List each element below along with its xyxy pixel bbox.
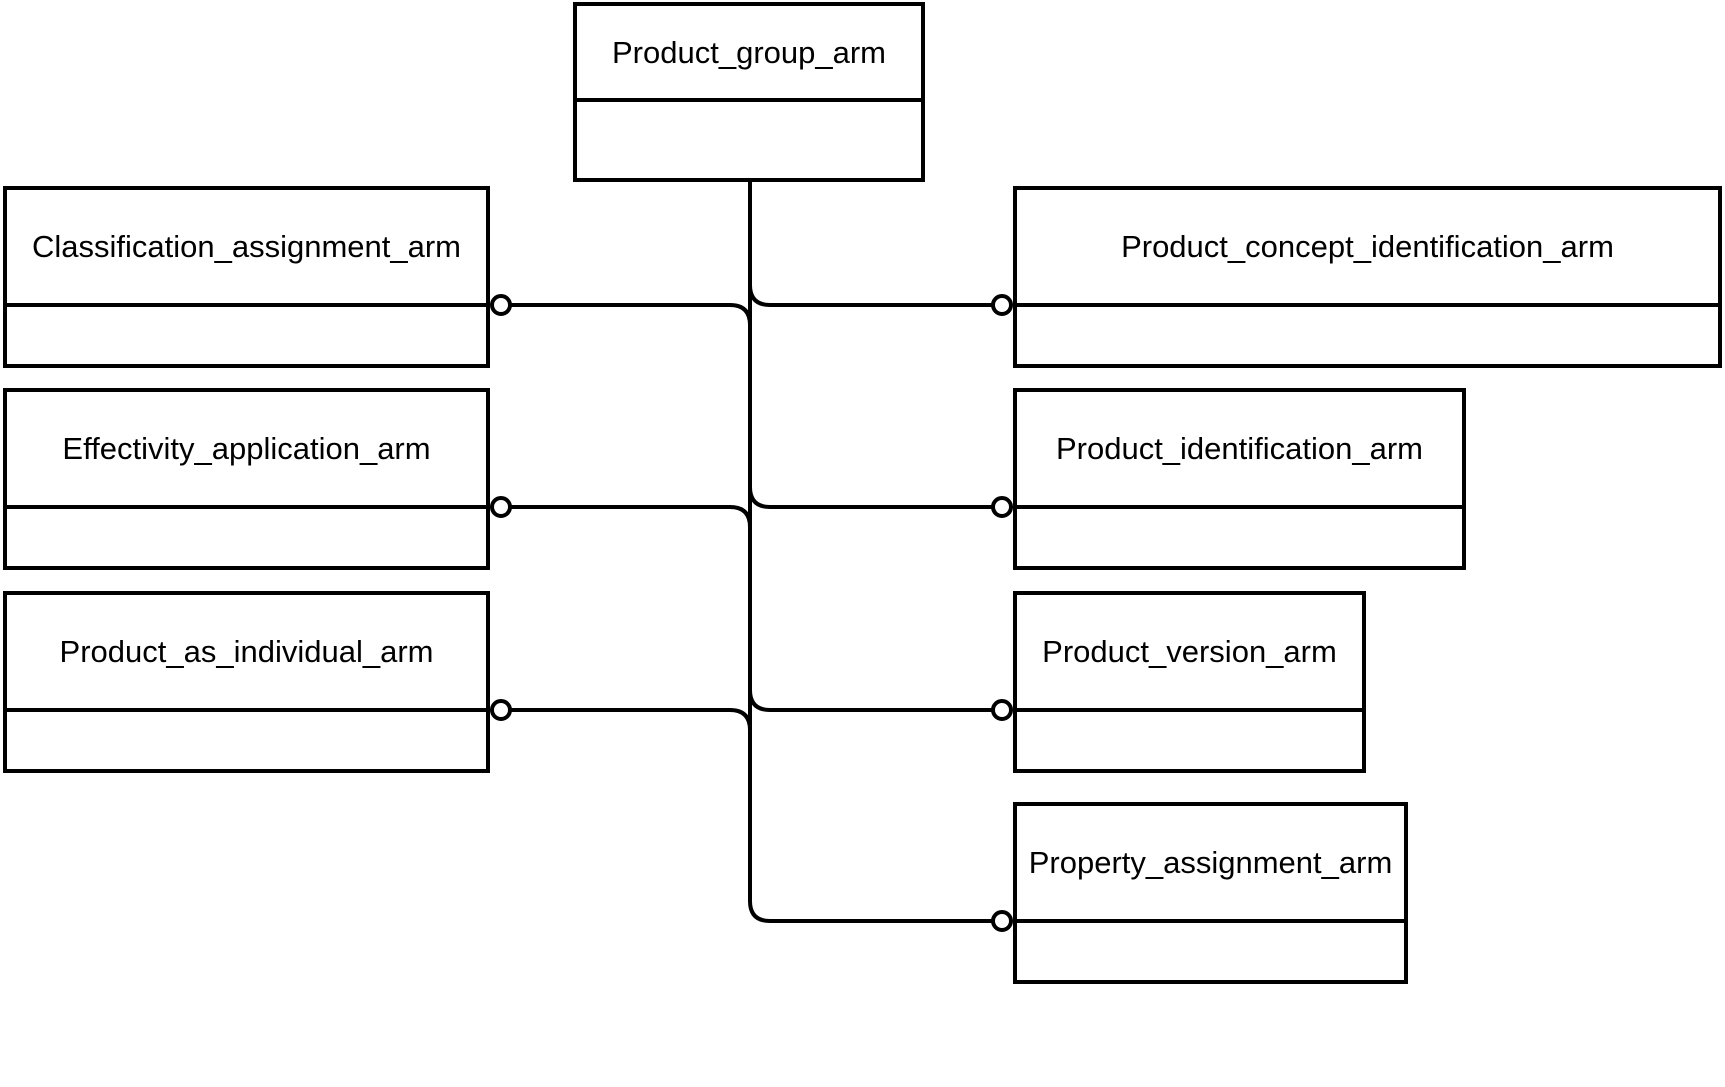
entity-classification-assignment-arm-title: Classification_assignment_arm: [7, 190, 486, 307]
connector-classification-assignment-arm-circle-icon: [490, 294, 512, 316]
entity-property-assignment-arm-title: Property_assignment_arm: [1017, 806, 1404, 923]
branch-elbow-left-1: [729, 505, 752, 528]
entity-classification-assignment-arm-attributes: [7, 307, 486, 364]
entity-effectivity-application-arm-attributes: [7, 509, 486, 566]
entity-product-group-arm-title: Product_group_arm: [577, 6, 921, 102]
entity-product-version-arm-title: Product_version_arm: [1017, 595, 1362, 712]
connector-effectivity-application-arm-circle-icon: [490, 496, 512, 518]
branch-elbow-right-1: [748, 486, 771, 509]
entity-effectivity-application-arm[interactable]: Effectivity_application_arm: [3, 388, 490, 570]
connector-product-concept-identification-arm-circle-icon: [991, 294, 1013, 316]
branch-elbow-left-2: [729, 708, 752, 731]
entity-product-version-arm[interactable]: Product_version_arm: [1013, 591, 1366, 773]
entity-product-as-individual-arm-title: Product_as_individual_arm: [7, 595, 486, 712]
entity-product-identification-arm[interactable]: Product_identification_arm: [1013, 388, 1466, 570]
entity-product-concept-identification-arm-attributes: [1017, 307, 1718, 364]
connector-product-identification-arm-circle-icon: [991, 496, 1013, 518]
entity-product-identification-arm-attributes: [1017, 509, 1462, 566]
entity-classification-assignment-arm[interactable]: Classification_assignment_arm: [3, 186, 490, 368]
entity-product-as-individual-arm[interactable]: Product_as_individual_arm: [3, 591, 490, 773]
entity-property-assignment-arm-attributes: [1017, 923, 1404, 980]
connector-product-as-individual-arm-circle-icon: [490, 699, 512, 721]
entity-product-group-arm-attributes: [577, 102, 921, 178]
branch-elbow-left-0: [729, 303, 752, 326]
connector-property-assignment-arm-circle-icon: [991, 910, 1013, 932]
entity-product-as-individual-arm-attributes: [7, 712, 486, 769]
branch-elbow-right-2: [748, 689, 771, 712]
connector-product-version-arm-circle-icon: [991, 699, 1013, 721]
branch-elbow-right-0: [748, 284, 771, 307]
entity-product-group-arm[interactable]: Product_group_arm: [573, 2, 925, 182]
entity-product-concept-identification-arm-title: Product_concept_identification_arm: [1017, 190, 1718, 307]
entity-product-identification-arm-title: Product_identification_arm: [1017, 392, 1462, 509]
entity-product-concept-identification-arm[interactable]: Product_concept_identification_arm: [1013, 186, 1722, 368]
branch-connector-property-assignment-arm: [748, 900, 1002, 923]
entity-property-assignment-arm[interactable]: Property_assignment_arm: [1013, 802, 1408, 984]
entity-effectivity-application-arm-title: Effectivity_application_arm: [7, 392, 486, 509]
entity-product-version-arm-attributes: [1017, 712, 1362, 769]
